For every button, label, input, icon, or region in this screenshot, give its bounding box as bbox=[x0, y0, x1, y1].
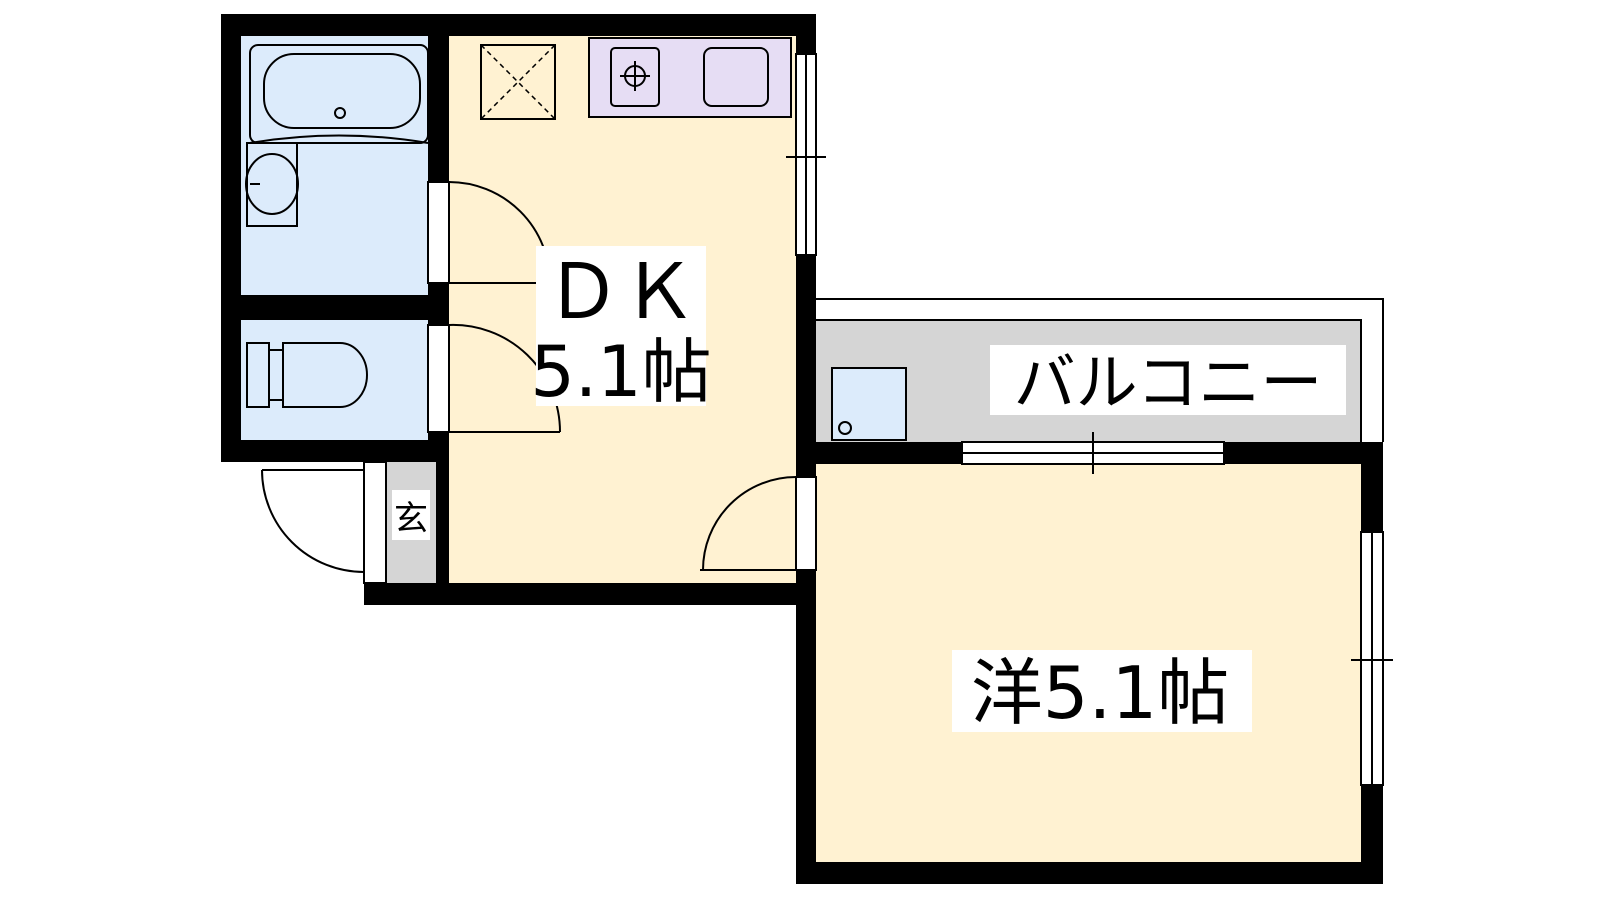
balcony-railing-inner bbox=[816, 319, 1362, 442]
western-room-window bbox=[1351, 531, 1393, 786]
kitchen-counter bbox=[588, 37, 792, 118]
balcony-window bbox=[961, 432, 1225, 474]
wall bbox=[364, 583, 796, 605]
stove-icon bbox=[610, 47, 660, 107]
wall bbox=[428, 36, 449, 182]
toilet-icon bbox=[246, 342, 368, 408]
toilet-door bbox=[427, 323, 561, 433]
western-room-size: 5.1帖 bbox=[1043, 651, 1230, 735]
wall bbox=[1361, 785, 1383, 884]
wall bbox=[796, 14, 816, 54]
western-room-name: 洋 bbox=[971, 651, 1043, 735]
sink-icon bbox=[703, 47, 769, 107]
wall bbox=[221, 14, 241, 462]
washing-machine-space-icon bbox=[831, 367, 907, 441]
toilet-floor bbox=[241, 320, 428, 440]
wall bbox=[428, 432, 449, 462]
fridge-space-icon bbox=[480, 44, 556, 120]
wall bbox=[796, 862, 1383, 884]
entrance-door bbox=[261, 461, 387, 584]
wall bbox=[796, 570, 816, 884]
balcony-label: バルコニー bbox=[1014, 346, 1323, 419]
wall bbox=[221, 14, 815, 36]
dk-room-size: 5.1帖 bbox=[530, 331, 711, 413]
western-room-door bbox=[700, 476, 817, 571]
western-room-label: 洋5.1帖 bbox=[971, 651, 1230, 735]
wall bbox=[428, 283, 449, 325]
dk-room-name: ＤＫ bbox=[545, 247, 697, 336]
balcony-railing bbox=[816, 298, 1384, 442]
wall bbox=[436, 462, 449, 583]
dk-window bbox=[786, 53, 826, 256]
wall bbox=[796, 255, 816, 477]
wall bbox=[1361, 442, 1383, 532]
wall bbox=[796, 442, 962, 464]
wall bbox=[241, 295, 428, 320]
wall bbox=[221, 440, 439, 462]
wall bbox=[1224, 442, 1383, 464]
entrance-label: 玄 bbox=[394, 499, 428, 539]
bathtub-icon bbox=[249, 44, 429, 144]
washbasin-icon bbox=[245, 142, 299, 227]
